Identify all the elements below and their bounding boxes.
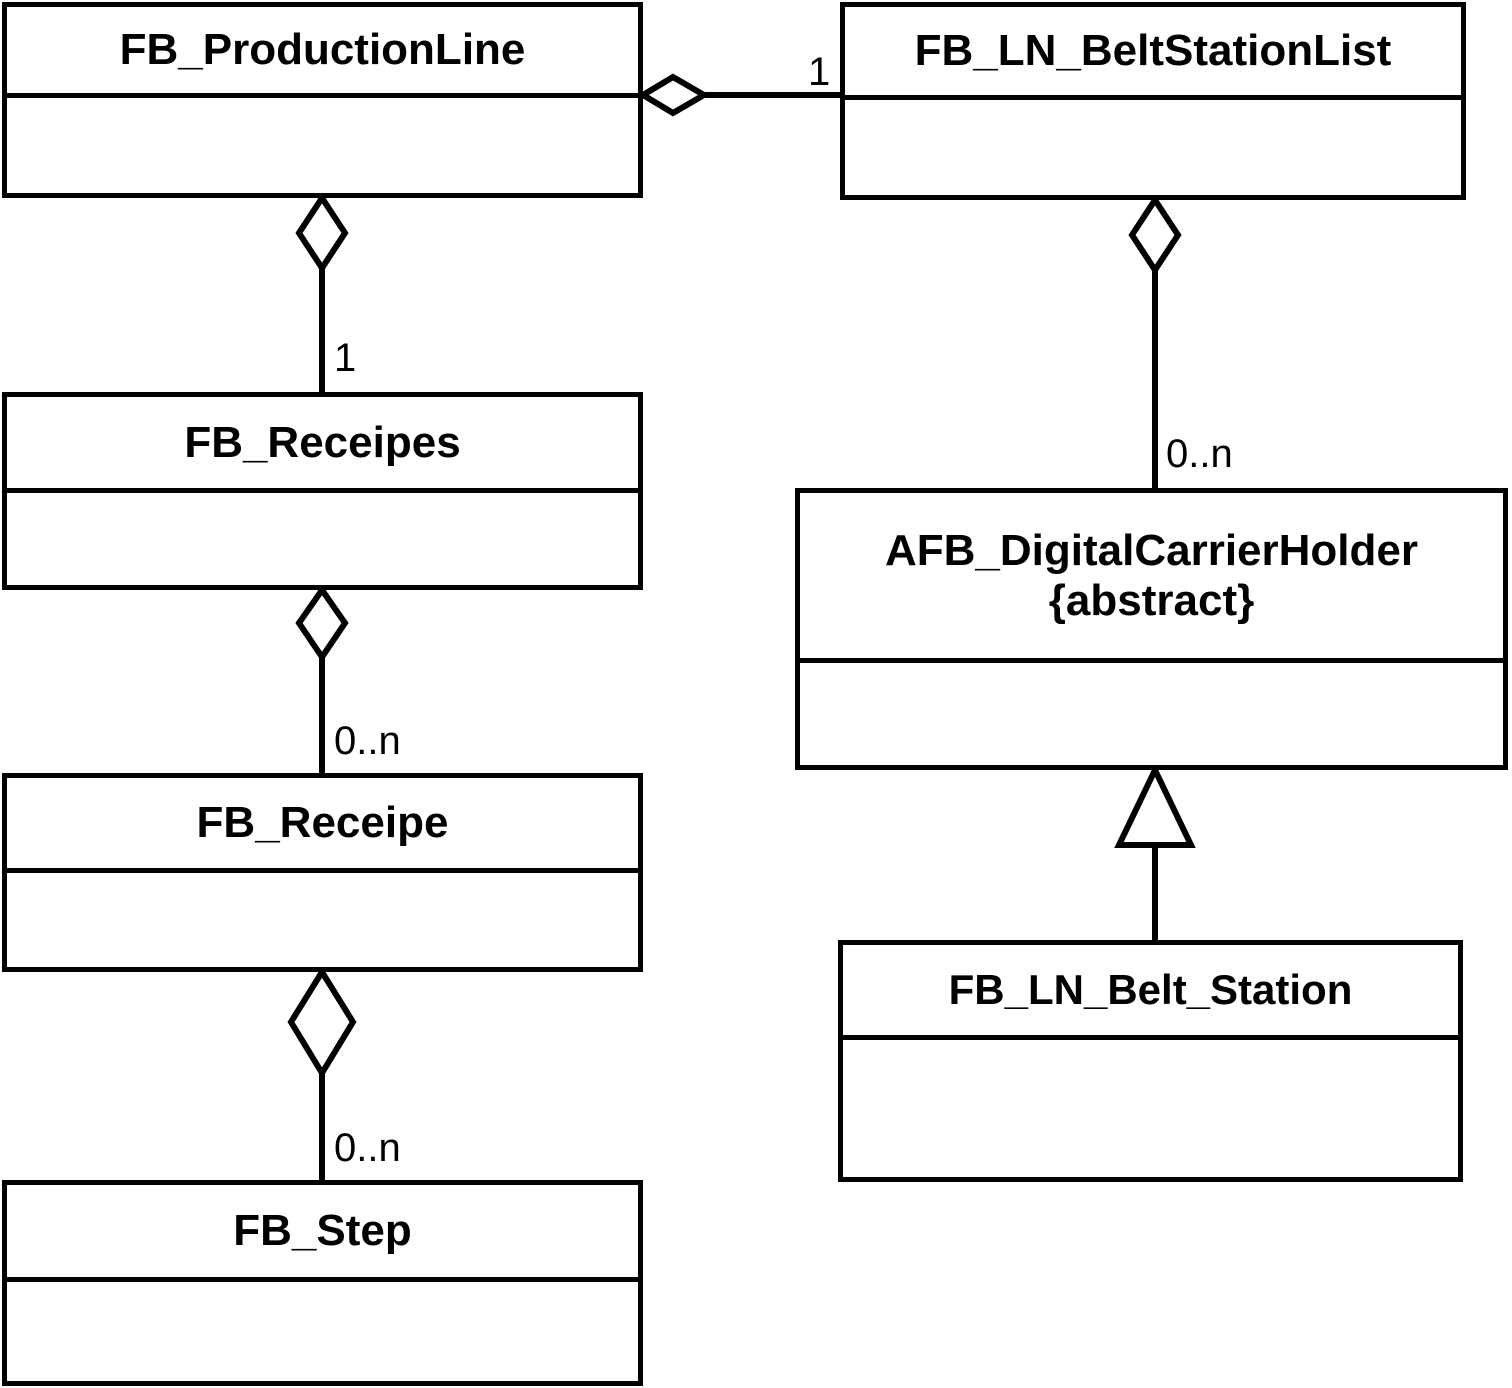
class-abstract-stereotype-label: {abstract} [1048, 575, 1255, 625]
class-attributes-compartment [7, 873, 638, 967]
class-header-fb-ln-belt-station: FB_LN_Belt_Station [843, 945, 1458, 1040]
class-attributes-compartment [7, 493, 638, 585]
aggregation-diamond-icon [295, 584, 349, 663]
class-box-fb-receipe[interactable]: FB_Receipe [2, 773, 643, 972]
class-attributes-compartment [800, 663, 1503, 765]
class-box-fb-receipes[interactable]: FB_Receipes [2, 392, 643, 590]
class-box-fb-step[interactable]: FB_Step [2, 1180, 643, 1386]
class-header-fb-ln-beltstationlist: FB_LN_BeltStationList [845, 7, 1461, 100]
class-name-label: FB_LN_BeltStationList [914, 26, 1392, 76]
class-box-afb-digitalcarrierholder[interactable]: AFB_DigitalCarrierHolder {abstract} [795, 488, 1508, 770]
class-name-label: AFB_DigitalCarrierHolder [884, 526, 1418, 576]
class-attributes-compartment [845, 100, 1461, 195]
edge-beltstation-generalizes-digitalcarrierholder [1114, 763, 1196, 940]
class-header-fb-step: FB_Step [7, 1185, 638, 1282]
class-attributes-compartment [843, 1040, 1458, 1177]
generalization-triangle-icon [1114, 763, 1196, 848]
class-box-fb-ln-belt-station[interactable]: FB_LN_Belt_Station [838, 940, 1463, 1182]
class-attributes-compartment [7, 98, 638, 193]
multiplicity-beltstationlist-digitalcarrierholder: 0..n [1166, 432, 1233, 476]
class-attributes-compartment [7, 1282, 638, 1381]
class-name-label: FB_Receipe [196, 798, 449, 848]
multiplicity-receipe-step: 0..n [334, 1126, 401, 1170]
class-header-fb-receipes: FB_Receipes [7, 397, 638, 493]
class-name-label: FB_Receipes [184, 417, 461, 467]
class-box-fb-ln-beltstationlist[interactable]: FB_LN_BeltStationList [840, 2, 1466, 200]
class-header-fb-receipe: FB_Receipe [7, 778, 638, 873]
multiplicity-receipes-receipe: 0..n [334, 719, 401, 763]
multiplicity-productionline-receipes: 1 [334, 336, 357, 380]
class-header-afb-digitalcarrierholder: AFB_DigitalCarrierHolder {abstract} [800, 493, 1503, 663]
class-name-label: FB_ProductionLine [119, 25, 526, 75]
class-name-label: FB_Step [233, 1206, 412, 1256]
class-name-label: FB_LN_Belt_Station [948, 966, 1353, 1014]
class-header-fb-production-line: FB_ProductionLine [7, 7, 638, 98]
multiplicity-productionline-beltstationlist: 1 [808, 50, 831, 94]
aggregation-diamond-icon [1128, 194, 1182, 276]
aggregation-diamond-icon [295, 192, 349, 274]
aggregation-diamond-icon [287, 966, 357, 1079]
aggregation-diamond-icon [637, 73, 710, 117]
class-box-fb-production-line[interactable]: FB_ProductionLine [2, 2, 643, 198]
